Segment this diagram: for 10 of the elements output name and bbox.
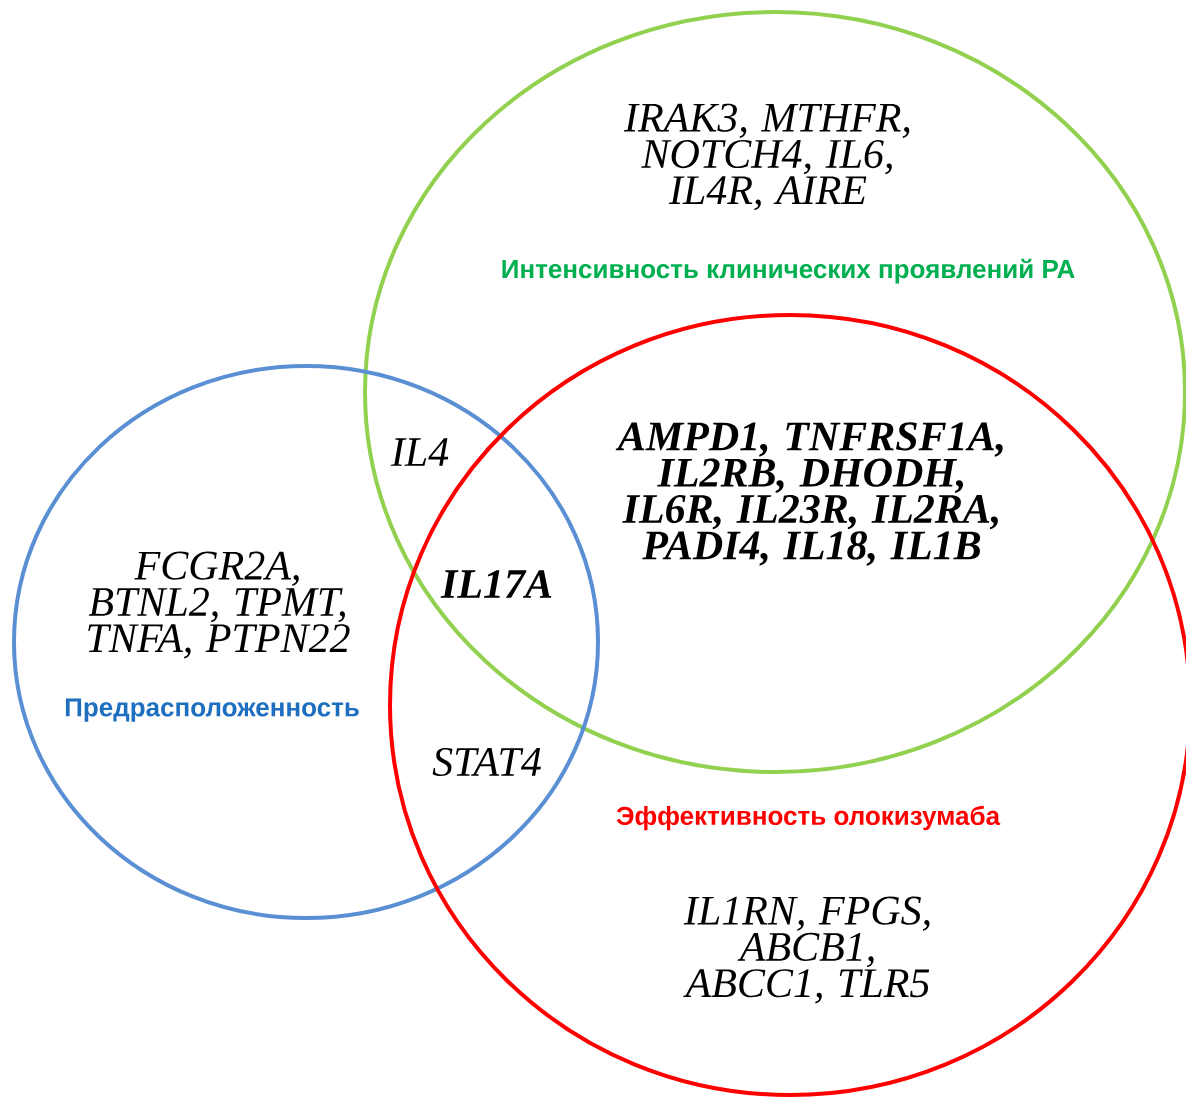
category-label: Интенсивность клинических проявлений РА <box>502 258 1075 284</box>
gene-list: IL1RN, FPGS, ABCB1, ABCC1, TLR5 <box>683 896 930 1004</box>
category-label: Эффективность олокизумаба <box>616 805 1001 831</box>
gene-list: IL4 <box>390 438 449 466</box>
category-label: Предрасположенность <box>65 698 359 722</box>
gene-list: STAT4 <box>432 747 541 777</box>
gene-list: IL17A <box>440 570 552 598</box>
gene-list: AMPD1, TNFRSF1A, IL2RB, DHODH, IL6R, IL23R, IL2RA, PADI4, IL18, IL1B <box>615 422 1003 566</box>
gene-list: FCGR2A, BTNL2, TPMT, TNFA, PTPN22 <box>88 551 350 659</box>
gene-list: IRAK3, MTHFR, NOTCH4, IL6, IL4R, AIRE <box>623 103 910 211</box>
